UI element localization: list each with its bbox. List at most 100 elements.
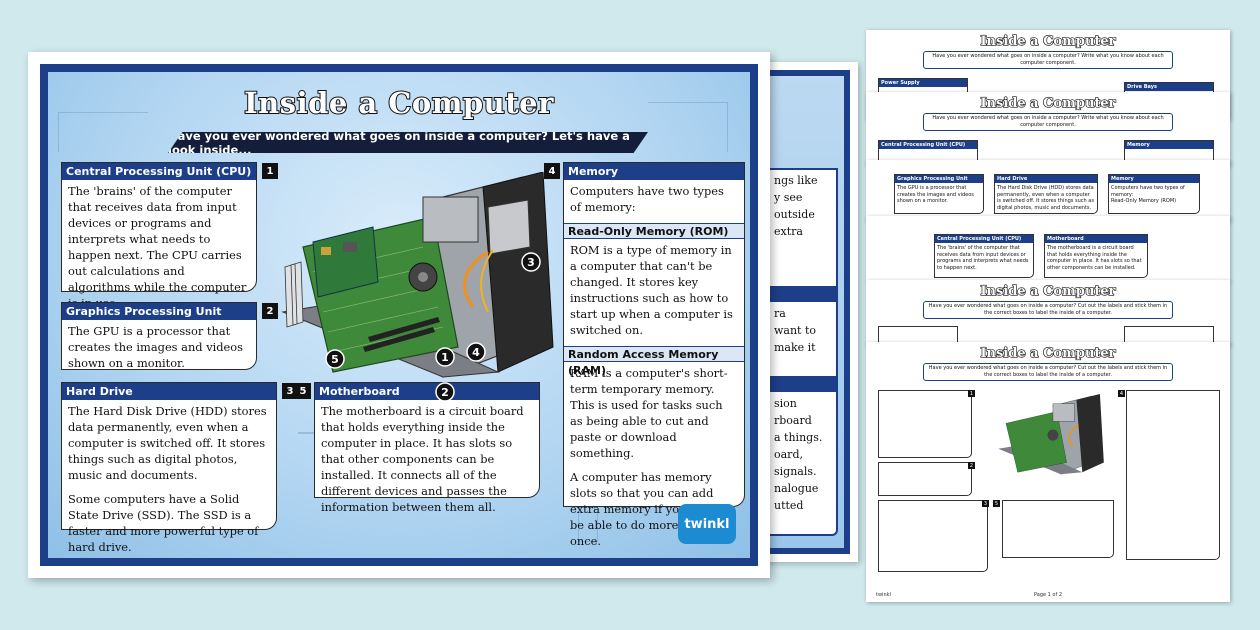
- mini-label-box: Graphics Processing Unit (GPU) The GPU i…: [894, 174, 984, 214]
- back-fragment: a things.: [774, 431, 823, 444]
- back-fragment: signals.: [774, 465, 817, 478]
- cable: [480, 249, 494, 313]
- sheet-title: Inside a Computer: [980, 95, 1116, 111]
- back-poster: ngs like y see outside extra ra want to …: [748, 62, 858, 562]
- back-fragment: y see: [774, 191, 803, 204]
- rom-text: ROM is a type of memory in a computer th…: [570, 243, 733, 337]
- marker-1: 1: [435, 347, 455, 367]
- ram-stick: [363, 327, 435, 352]
- back-fragment: rboard: [774, 414, 812, 427]
- motherboard-box: Motherboard The motherboard is a circuit…: [314, 382, 540, 514]
- marker-label: 5: [331, 353, 339, 366]
- answer-box-4: [1126, 390, 1220, 560]
- ssd-text: Some computers have a Solid State Drive …: [68, 492, 259, 554]
- mini-computer-illustration: [998, 394, 1104, 475]
- poster-background: Inside a Computer Have you ever wondered…: [48, 72, 750, 558]
- back-fragment: want to: [774, 324, 817, 337]
- computer-illustration: 1 2 3 4 5: [281, 172, 554, 402]
- sheet-subtitle: Have you ever wondered what goes on insi…: [923, 363, 1173, 381]
- back-fragment: oard,: [774, 448, 803, 461]
- circuit-decoration: [648, 102, 728, 152]
- mini-label-text: Read-Only Memory (ROM): [1111, 198, 1177, 204]
- motherboard-heading: Motherboard: [315, 383, 539, 400]
- poster-subtitle: Have you ever wondered what goes on insi…: [168, 132, 648, 153]
- twinkl-logo: twinkl: [678, 504, 736, 544]
- answer-box-1: [878, 390, 972, 458]
- worksheet-4: Central Processing Unit (CPU) The 'brain…: [866, 216, 1230, 282]
- sheet-title: Inside a Computer: [980, 283, 1116, 299]
- mini-label-heading: Drive Bays: [1125, 83, 1213, 91]
- cpu-fan-hub: [418, 272, 428, 282]
- answer-box-2: [878, 462, 972, 496]
- hard-drive-number-badge: 3: [282, 383, 298, 399]
- marker-3: 3: [521, 252, 541, 272]
- back-fragment: make it: [774, 341, 816, 354]
- sheet-subtitle: Have you ever wondered what goes on insi…: [923, 301, 1173, 319]
- circuit-decoration: [58, 112, 148, 152]
- marker-label: 3: [527, 256, 535, 269]
- cpu-box: Central Processing Unit (CPU) The 'brain…: [61, 162, 257, 310]
- back-fragment: nalogue: [774, 482, 819, 495]
- mini-label-heading: Motherboard: [1045, 235, 1147, 243]
- mini-label-box: Motherboard The motherboard is a circuit…: [1044, 234, 1148, 278]
- drive-bay: [487, 199, 531, 255]
- back-fragment: sion: [774, 397, 797, 410]
- mini-label-heading: Graphics Processing Unit (GPU): [895, 175, 983, 190]
- sheet-title: Inside a Computer: [980, 33, 1116, 49]
- back-fragment: ngs like: [774, 174, 818, 187]
- answer-box-3: [878, 500, 988, 572]
- cable: [463, 250, 489, 308]
- mini-label-text: The GPU is a processor that creates the …: [897, 185, 974, 204]
- cpu-text: The 'brains' of the computer that receiv…: [68, 184, 247, 310]
- mini-label-text: The Hard Disk Drive (HDD) stores data pe…: [997, 185, 1094, 211]
- motherboard-number-badge: 5: [295, 383, 311, 399]
- worksheet-3: Graphics Processing Unit (GPU) The GPU i…: [866, 160, 1230, 222]
- sheet-brand: twinkl: [876, 592, 891, 598]
- answer-number: 2: [968, 462, 975, 469]
- back-fragment: utted: [774, 499, 804, 512]
- answer-number: 5: [993, 500, 1000, 507]
- worksheet-2: Inside a Computer Have you ever wondered…: [866, 92, 1230, 166]
- back-box-3: sion rboard a things. oard, signals. nal…: [768, 376, 838, 536]
- mini-label-text: The motherboard is a circuit board that …: [1047, 245, 1142, 271]
- back-poster-inner: ngs like y see outside extra ra want to …: [762, 76, 844, 548]
- marker-2: 2: [435, 382, 455, 402]
- mini-label-heading: Memory: [1109, 175, 1199, 183]
- marker-5: 5: [325, 349, 345, 369]
- gpu-heading: Graphics Processing Unit (GPU): [62, 303, 256, 335]
- gpu-number-badge: 2: [262, 303, 278, 319]
- gpu-box: Graphics Processing Unit (GPU) The GPU i…: [61, 302, 257, 370]
- mini-label-text: The 'brains' of the computer that receiv…: [937, 245, 1029, 271]
- back-fragment: outside: [774, 208, 815, 221]
- expansion-card: [312, 226, 379, 298]
- power-supply: [422, 196, 479, 243]
- mini-label-heading: Power Supply: [879, 79, 967, 87]
- cpu-heading: Central Processing Unit (CPU): [62, 163, 256, 180]
- back-fragment: extra: [774, 225, 803, 238]
- sheet-subtitle: Have you ever wondered what goes on insi…: [923, 113, 1173, 131]
- poster-frame: Inside a Computer Have you ever wondered…: [40, 64, 758, 566]
- back-poster-frame: ngs like y see outside extra ra want to …: [756, 70, 850, 554]
- marker-label: 1: [441, 351, 449, 364]
- back-box-bar: [770, 288, 836, 302]
- hard-drive-box: Hard Drive The Hard Disk Drive (HDD) sto…: [61, 382, 277, 554]
- cpu-number-badge: 1: [262, 163, 278, 179]
- mini-label-heading: Central Processing Unit (CPU): [879, 141, 977, 149]
- back-fragment: ra: [774, 307, 786, 320]
- mini-label-box: Memory Computers have two types of memor…: [1108, 174, 1200, 214]
- ram-text: RAM is a computer's short-term temporary…: [570, 366, 728, 460]
- back-slots: [284, 261, 304, 328]
- mini-label-heading: Hard Drive: [995, 175, 1097, 183]
- main-poster: Inside a Computer Have you ever wondered…: [28, 52, 770, 578]
- answer-number: 4: [1118, 390, 1125, 397]
- marker-label: 2: [441, 386, 449, 399]
- memory-number-badge: 4: [544, 163, 560, 179]
- mini-answer-box: [878, 326, 958, 346]
- circuit-decoration: [578, 512, 598, 542]
- answer-box-5: [1002, 500, 1114, 558]
- mini-label-box: Central Processing Unit (CPU) The 'brain…: [934, 234, 1034, 278]
- mini-answer-box: [1124, 326, 1214, 346]
- mini-label-box: Hard Drive The Hard Disk Drive (HDD) sto…: [994, 174, 1098, 214]
- worksheet-5: Inside a Computer Have you ever wondered…: [866, 280, 1230, 346]
- hard-drive-text: The Hard Disk Drive (HDD) stores data pe…: [68, 404, 267, 482]
